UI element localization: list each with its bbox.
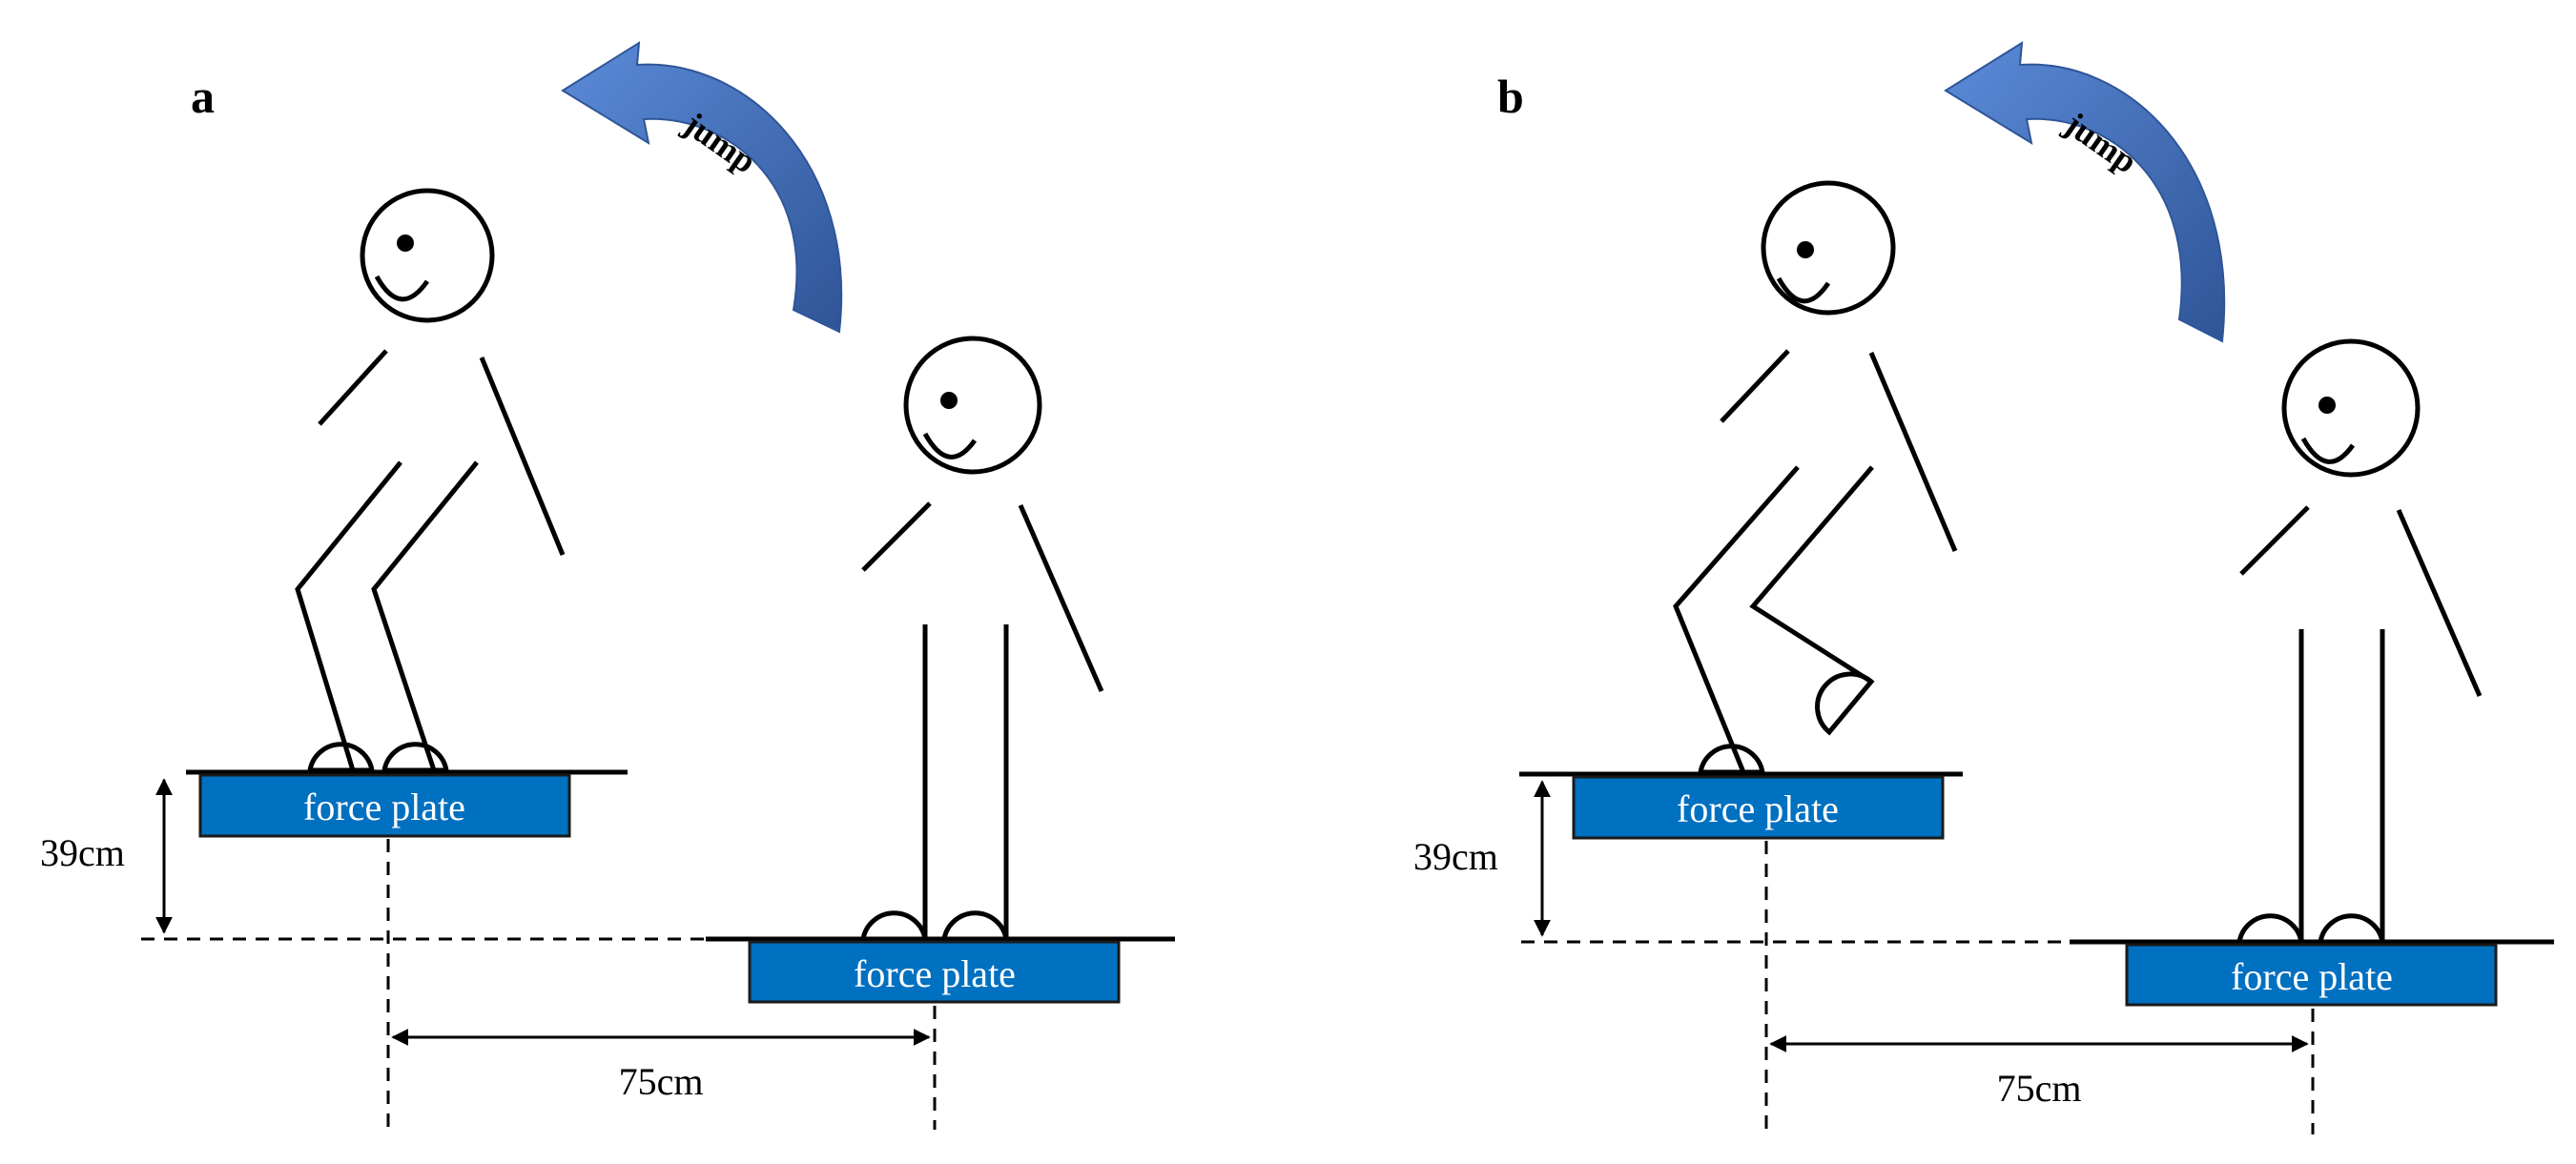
height-label: 39cm [40,831,125,874]
left-arm [2239,505,2310,576]
right-arm [1868,352,1958,552]
panel-label: b [1497,70,1524,123]
support-leg [1673,465,1800,773]
right-leg [371,460,479,771]
upper-force-plate-label: force plate [1677,787,1839,830]
upper-force-plate [198,773,571,838]
upper-force-plate-label: force plate [303,786,465,828]
distance-label: 75cm [619,1060,704,1103]
raised-leg [1749,465,1874,684]
smile [922,432,978,459]
eye [940,392,958,409]
right-foot [941,910,1009,942]
panel-b: b jump force plate [1413,41,2554,1134]
left-arm [1720,349,1790,423]
support-foot [1698,744,1765,775]
head [2281,338,2421,478]
upper-force-plate [1572,775,1945,840]
left-foot [2236,913,2304,945]
height-label: 39cm [1413,835,1498,878]
right-arm [1018,504,1104,692]
left-leg [295,460,402,771]
lower-force-plate [2125,943,2498,1007]
head [903,336,1042,475]
right-arm [2396,509,2483,697]
right-foot [2318,913,2385,945]
left-arm [861,501,932,572]
squatting-figure [295,188,566,773]
standing-figure [2236,338,2483,945]
smile [2300,437,2356,464]
right-foot [381,742,449,773]
standing-figure [860,336,1104,942]
lower-force-plate-label: force plate [2231,955,2393,998]
lower-force-plate-label: force plate [854,952,1016,995]
distance-label: 75cm [1997,1067,2082,1110]
jump-arrow [1944,41,2226,343]
lower-force-plate [748,940,1121,1004]
eye [1797,241,1814,258]
eye [2318,397,2336,414]
panel-a: a jump force plate [40,41,1175,1130]
single-leg-figure [1673,180,1958,775]
smile [1776,276,1831,304]
head [360,188,495,323]
right-arm [479,357,566,556]
left-foot [860,910,928,942]
raised-foot [1815,671,1875,736]
eye [397,235,414,252]
left-foot [307,742,375,773]
head [1761,180,1896,316]
panel-label: a [191,70,215,123]
jump-arrow [561,41,843,334]
left-arm [318,349,388,426]
smile [374,275,430,302]
